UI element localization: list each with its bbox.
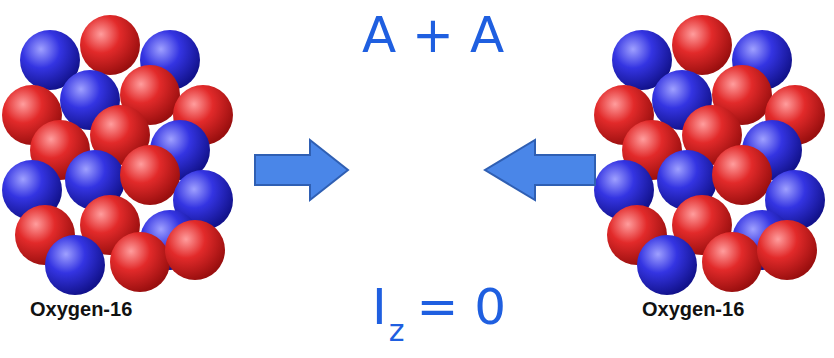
nucleus-caption: Oxygen-16	[642, 298, 744, 320]
neutron-sphere	[45, 235, 105, 295]
proton-sphere	[110, 232, 170, 292]
proton-sphere	[712, 145, 772, 205]
proton-sphere	[120, 145, 180, 205]
proton-sphere	[702, 232, 762, 292]
neutron-sphere	[637, 235, 697, 295]
isospin-value: = 0	[417, 280, 507, 335]
proton-sphere	[165, 220, 225, 280]
proton-sphere	[757, 220, 817, 280]
subscript: z	[389, 314, 405, 347]
oxygen-nucleus	[594, 15, 825, 295]
proton-sphere	[672, 15, 732, 75]
reaction-text: A + A	[362, 8, 504, 63]
left-arrow	[485, 140, 595, 200]
isospin-symbol: I	[372, 280, 387, 335]
nucleus-caption: Oxygen-16	[30, 298, 132, 320]
proton-sphere	[80, 15, 140, 75]
right-arrow	[255, 140, 348, 200]
oxygen-nucleus	[2, 15, 233, 295]
